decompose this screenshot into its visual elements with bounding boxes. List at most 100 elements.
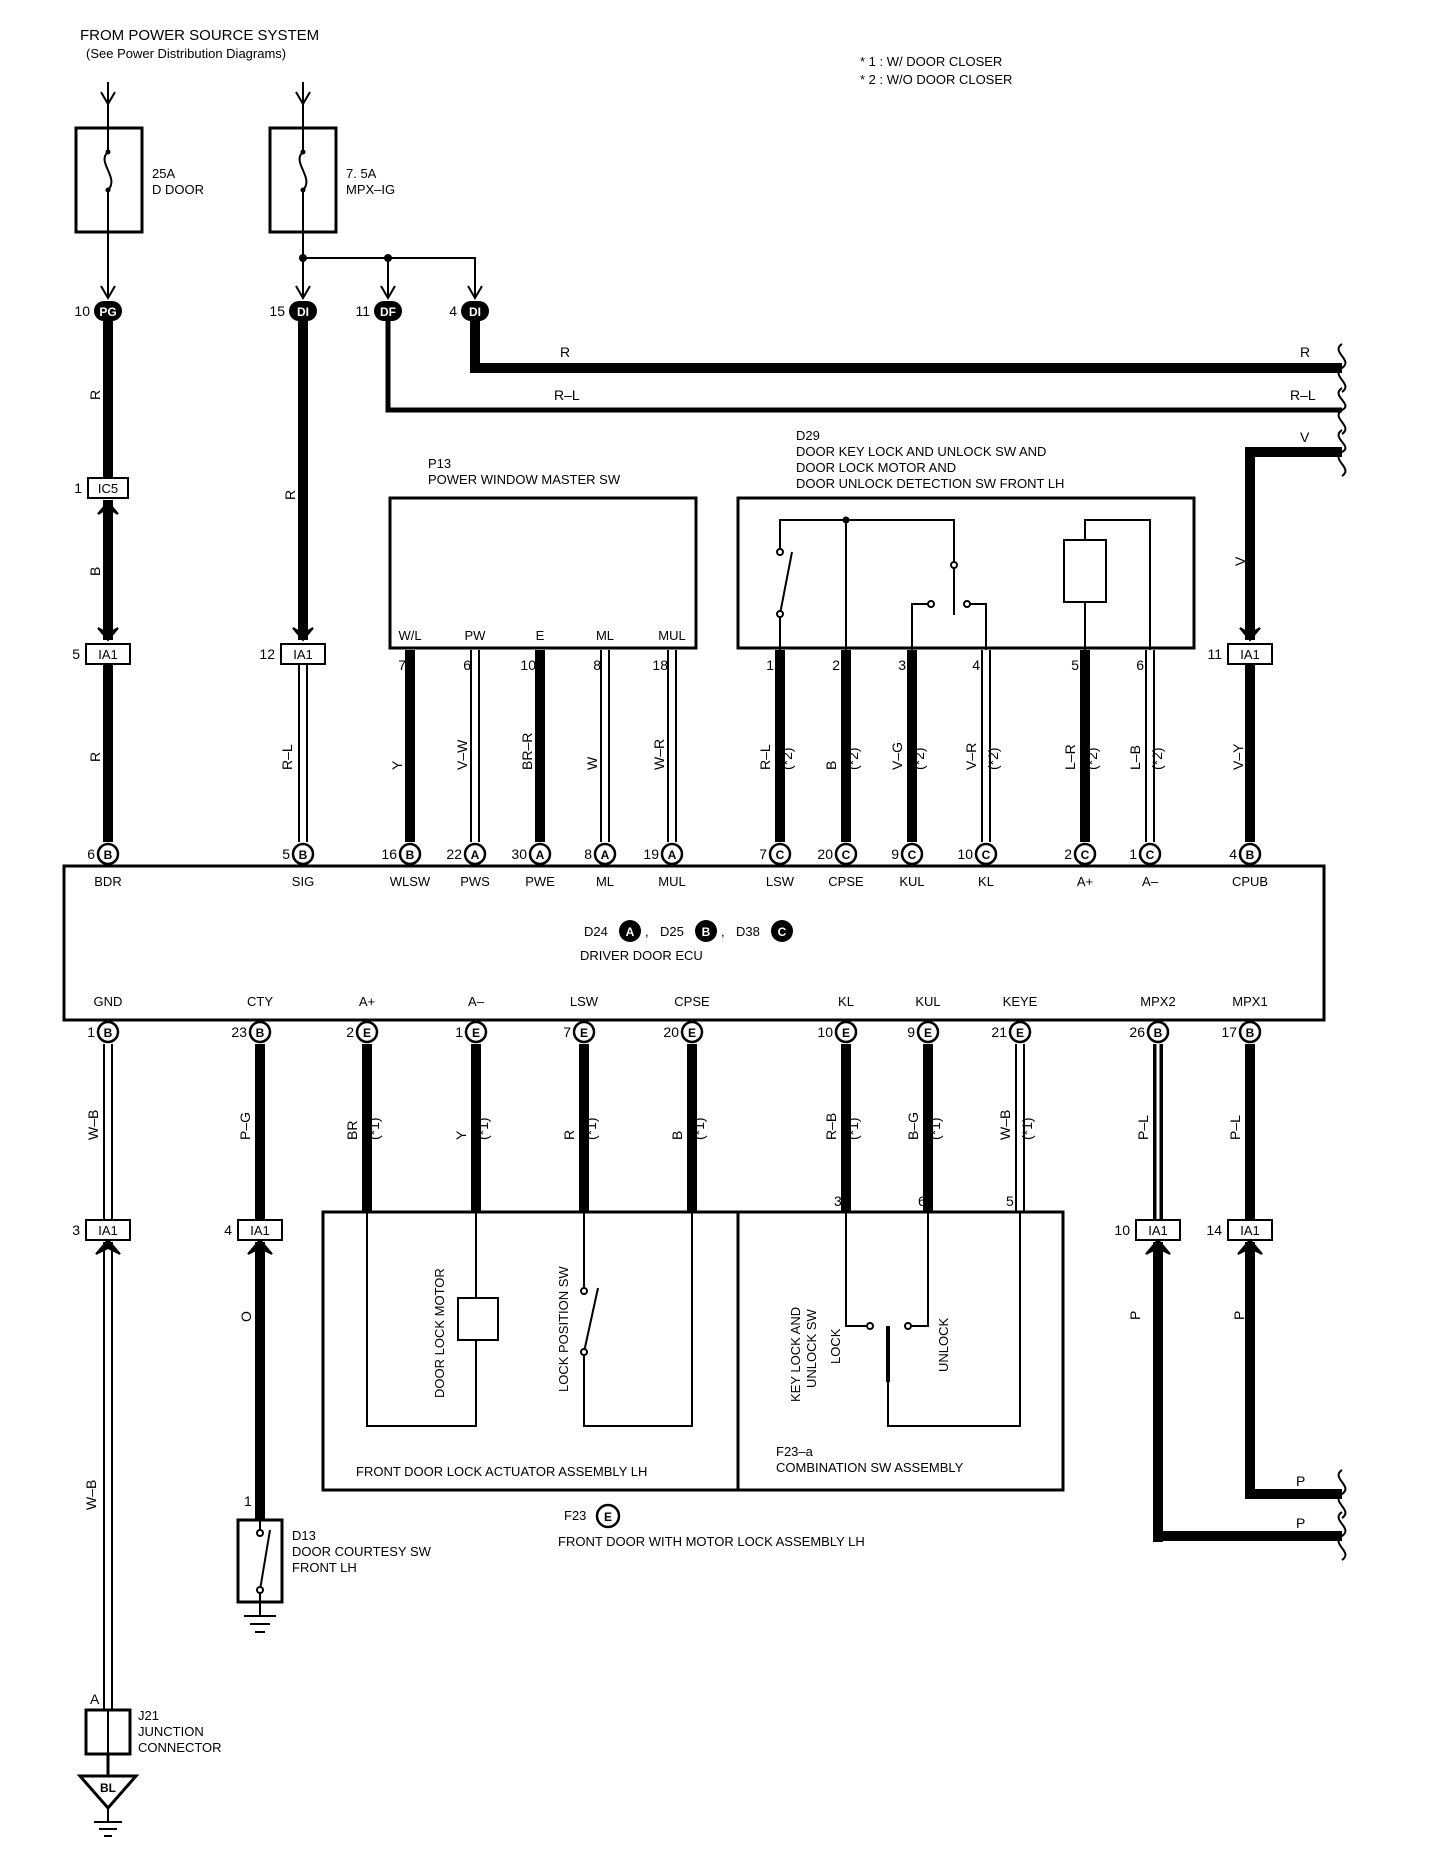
d29-terminal: 4V–R(*2): [963, 650, 1001, 842]
svg-text:19: 19: [643, 846, 659, 862]
fuse-name: D DOOR: [152, 182, 204, 197]
ecu-bottom-terminal: KUL: [915, 994, 940, 1009]
svg-text:2: 2: [346, 1024, 354, 1040]
connector-ic5: IC5 1: [74, 477, 129, 499]
svg-text:V–W: V–W: [454, 739, 470, 770]
connector-ia1-lower: IA1 3: [72, 1219, 131, 1241]
ecu-bottom-pin: E21: [991, 1020, 1032, 1044]
wire-v-top: V: [1300, 429, 1310, 445]
ecu-name: DRIVER DOOR ECU: [580, 948, 703, 963]
wire-rl: R–L: [279, 744, 295, 770]
ecu-top-terminal: A+: [1077, 874, 1093, 889]
svg-text:1: 1: [455, 1024, 463, 1040]
ecu-top-terminal: CPUB: [1232, 874, 1268, 889]
top-connector-pg: PG 10: [74, 301, 122, 321]
fuse-mpx-ig: 7. 5A MPX–IG: [268, 126, 395, 234]
svg-text:(*2): (*2): [911, 747, 927, 770]
svg-text:C: C: [1146, 848, 1155, 862]
ecu-bottom-terminal: GND: [94, 994, 123, 1009]
d13-line1: DOOR COURTESY SW: [292, 1544, 432, 1559]
svg-text:(*2): (*2): [985, 747, 1001, 770]
d29-door-key-lock-unit: D29 DOOR KEY LOCK AND UNLOCK SW AND DOOR…: [736, 428, 1196, 650]
key-lock-sw-line1: KEY LOCK AND: [788, 1307, 803, 1402]
p13-power-window-master-sw: P13 POWER WINDOW MASTER SW: [388, 456, 698, 650]
svg-text:,: ,: [721, 924, 725, 939]
connector-ia1-11: IA1 11: [1207, 643, 1273, 665]
svg-text:B: B: [406, 848, 415, 862]
svg-text:V–R: V–R: [963, 743, 979, 770]
svg-text:1: 1: [87, 1024, 95, 1040]
svg-text:Y: Y: [389, 760, 405, 770]
svg-text:B: B: [1246, 1026, 1255, 1040]
wire-v-vertical: V: [1232, 556, 1248, 566]
svg-text:14: 14: [1206, 1222, 1222, 1238]
ecu-bottom-terminal: MPX2: [1140, 994, 1175, 1009]
svg-text:(*2): (*2): [1149, 747, 1165, 770]
ecu-bottom-terminal: LSW: [570, 994, 599, 1009]
ecu-top-terminal: SIG: [292, 874, 314, 889]
svg-text:B: B: [299, 848, 308, 862]
svg-text:11: 11: [355, 303, 370, 319]
ecu-c1: D24: [584, 924, 608, 939]
svg-text:30: 30: [511, 846, 527, 862]
svg-text:6: 6: [87, 846, 95, 862]
ecu-top-pin: C9: [891, 842, 924, 866]
ecu-top-pin: A 19: [643, 842, 684, 866]
ecu-top-terminal: KL: [978, 874, 994, 889]
svg-text:9: 9: [907, 1024, 915, 1040]
svg-text:IA1: IA1: [1240, 647, 1260, 662]
ecu-top-pin: B 16: [381, 842, 422, 866]
svg-text:BR–R: BR–R: [519, 733, 535, 770]
svg-text:(*1): (*1): [366, 1117, 382, 1140]
ecu-bottom-wire: Y(*1): [453, 1044, 491, 1212]
ecu-bottom-wire: B(*1): [669, 1044, 707, 1212]
svg-text:A: A: [668, 848, 677, 862]
svg-text:2: 2: [1064, 846, 1072, 862]
wire-rl-left: R–L: [554, 387, 580, 403]
svg-text:IA1: IA1: [98, 1223, 118, 1238]
svg-text:16: 16: [381, 846, 397, 862]
ecu-bottom-terminal: CPSE: [674, 994, 710, 1009]
svg-text:B–G: B–G: [905, 1112, 921, 1140]
ecu-top-terminal: A–: [1142, 874, 1159, 889]
svg-text:L–B: L–B: [1127, 745, 1143, 770]
svg-text:L–R: L–R: [1062, 744, 1078, 770]
svg-text:(*1): (*1): [1019, 1117, 1035, 1140]
svg-text:3: 3: [72, 1222, 80, 1238]
svg-text:C: C: [1081, 848, 1090, 862]
svg-text:BR: BR: [344, 1121, 360, 1140]
svg-text:IA1: IA1: [98, 647, 118, 662]
ecu-top-terminal: BDR: [94, 874, 121, 889]
d13-ref: D13: [292, 1528, 316, 1543]
wire-r-right: R: [1300, 344, 1310, 360]
svg-text:P–L: P–L: [1227, 1115, 1243, 1140]
ecu-top-terminal: CPSE: [828, 874, 864, 889]
svg-text:21: 21: [991, 1024, 1007, 1040]
note-2: * 2 : W/O DOOR CLOSER: [860, 72, 1012, 87]
source-subtitle: (See Power Distribution Diagrams): [86, 46, 286, 61]
d29-line2: DOOR LOCK MOTOR AND: [796, 460, 956, 475]
p13-name: POWER WINDOW MASTER SW: [428, 472, 621, 487]
wire-vy: V–Y: [1230, 743, 1246, 770]
key-lock-sw-line2: UNLOCK SW: [804, 1309, 819, 1388]
j21-line1: JUNCTION: [138, 1724, 204, 1739]
svg-text:22: 22: [446, 846, 462, 862]
svg-text:10: 10: [520, 657, 536, 673]
wire-p-2: P: [1231, 1311, 1247, 1320]
ecu-top-terminal: PWE: [525, 874, 555, 889]
wire-p-out-1: P: [1296, 1473, 1305, 1489]
combination-sw-assembly: 3 6 5 KEY LOCK AND UNLOCK SW LOCK UNLOCK…: [776, 1193, 1021, 1475]
wire-p-out-2: P: [1296, 1515, 1305, 1531]
ecu-c2: D25: [660, 924, 684, 939]
fuse-rating: 7. 5A: [346, 166, 377, 181]
svg-text:18: 18: [652, 657, 668, 673]
ecu-bottom-wire: B–G(*1): [905, 1044, 943, 1212]
source-title: FROM POWER SOURCE SYSTEM: [80, 27, 319, 44]
svg-text:B: B: [256, 1026, 265, 1040]
svg-text:FRONT DOOR WITH MOTOR LOCK ASS: FRONT DOOR WITH MOTOR LOCK ASSEMBLY LH: [558, 1534, 865, 1549]
svg-text:20: 20: [663, 1024, 679, 1040]
lock-label: LOCK: [828, 1328, 843, 1364]
